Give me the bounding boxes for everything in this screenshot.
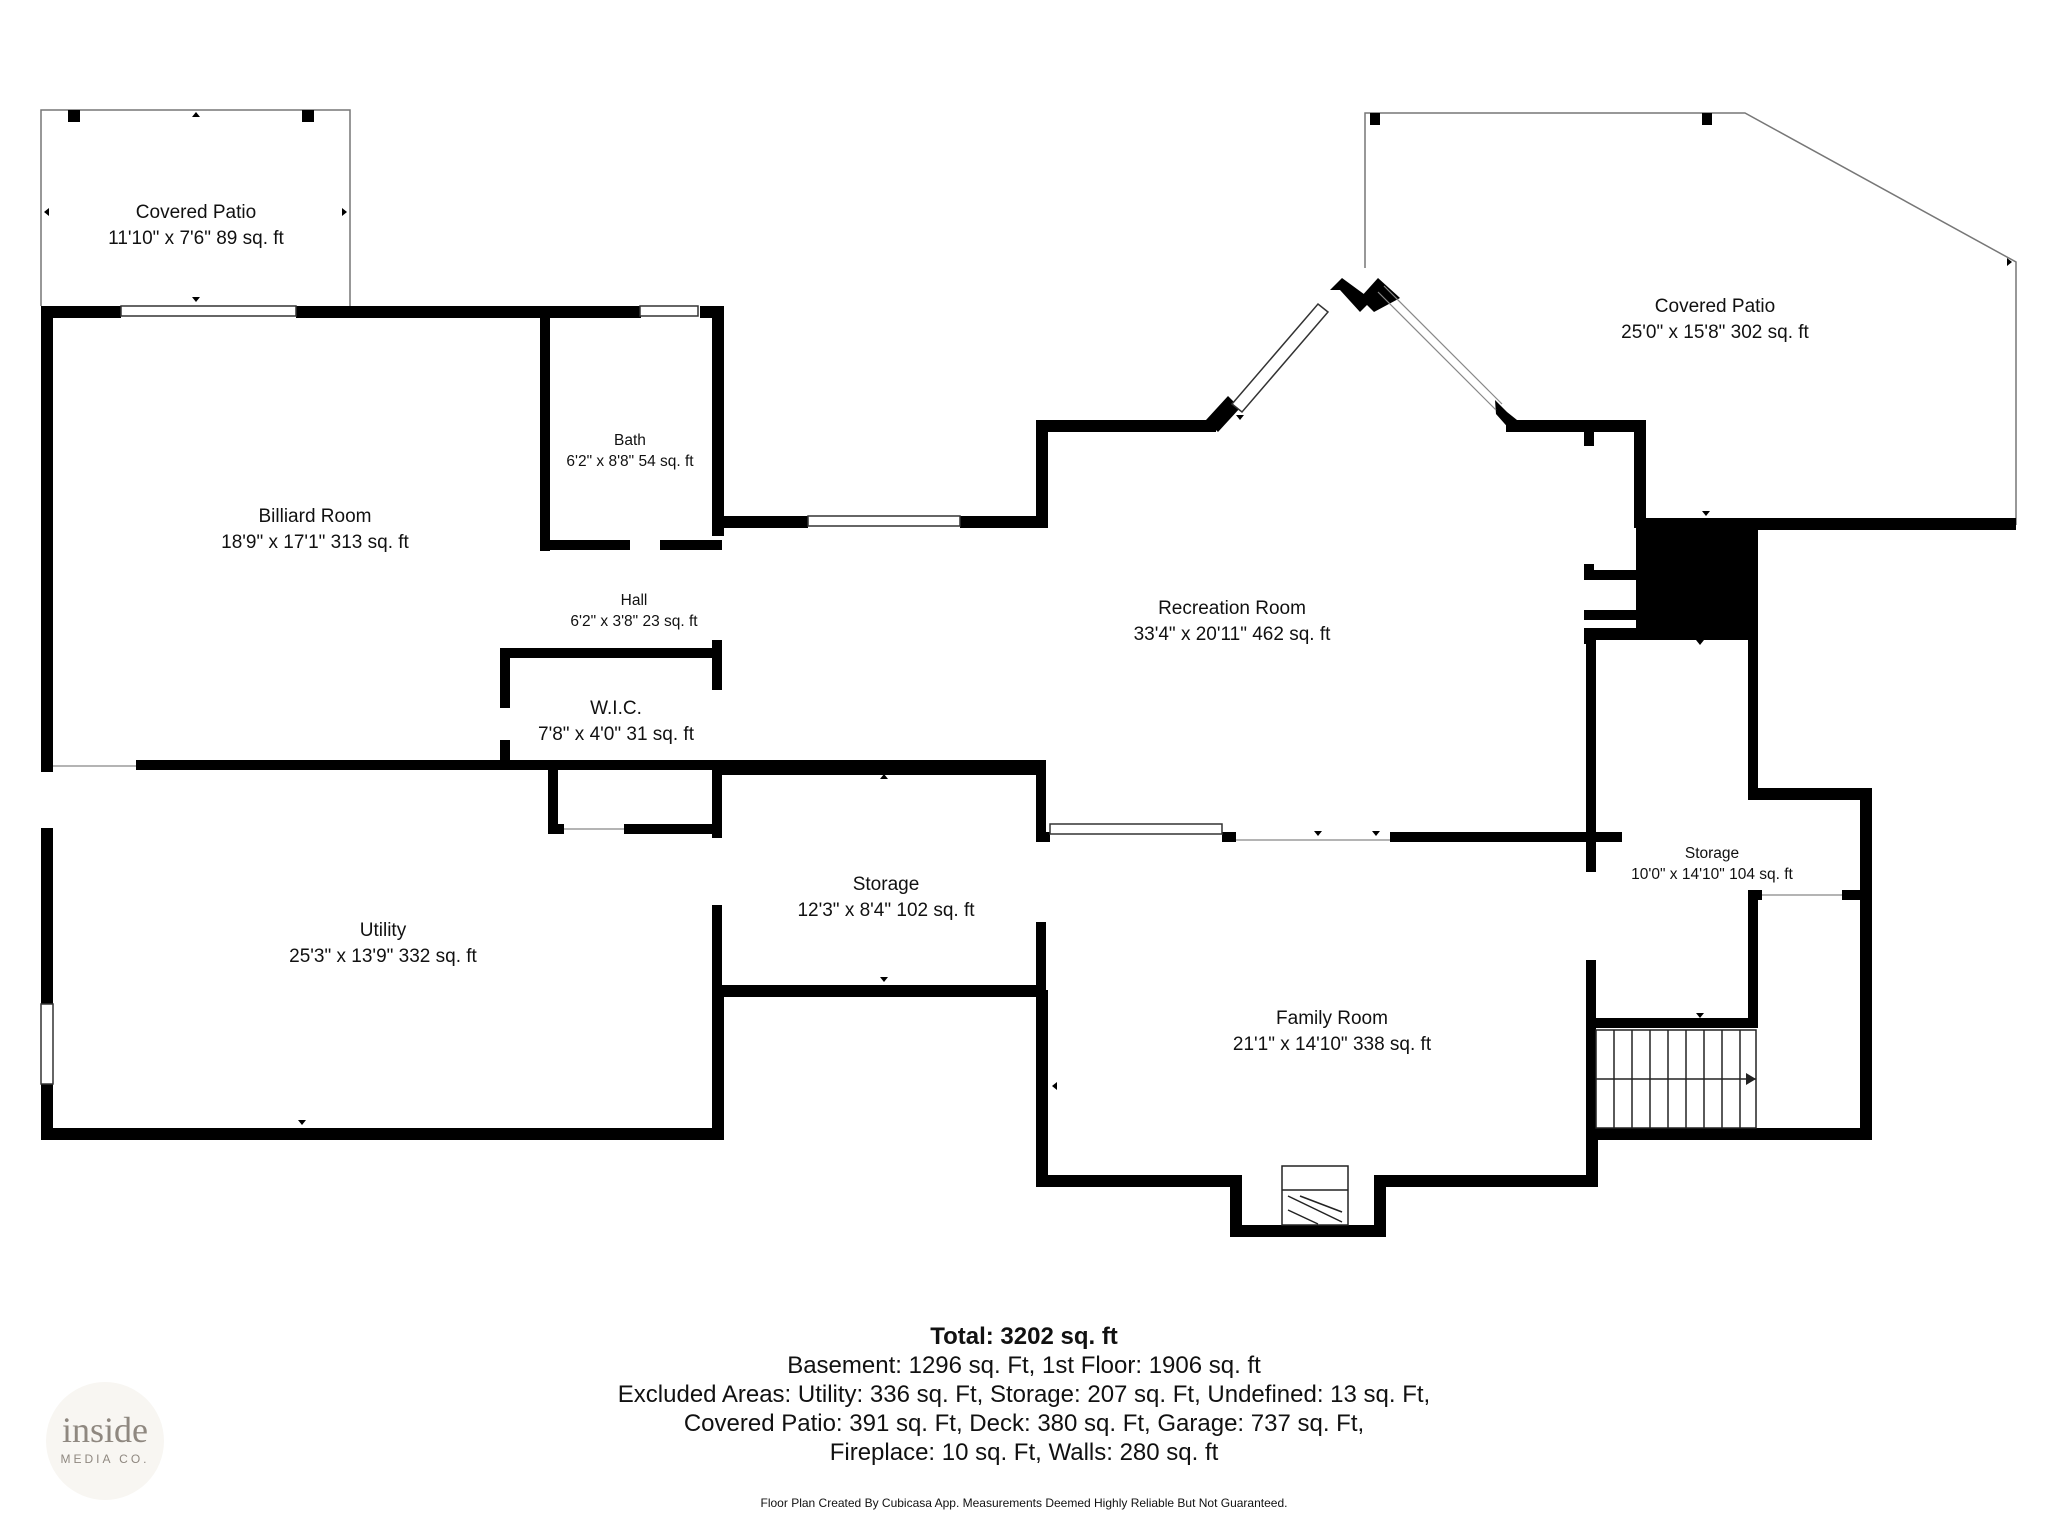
room-dims: 18'9" x 17'1" 313 sq. ft <box>221 531 409 553</box>
room-name: Hall <box>620 592 648 609</box>
room-label-patio-right: Covered Patio 25'0" x 15'8" 302 sq. ft <box>1621 294 1809 345</box>
room-label-wic: W.I.C. 7'8" x 4'0" 31 sq. ft <box>538 696 694 747</box>
room-dims: 7'8" x 4'0" 31 sq. ft <box>538 723 694 745</box>
room-label-patio-left: Covered Patio 11'10" x 7'6" 89 sq. ft <box>108 200 284 251</box>
room-dims: 21'1" x 14'10" 338 sq. ft <box>1232 1033 1432 1055</box>
covered-patio-left-outline <box>40 109 351 306</box>
room-label-storage-mid: Storage 12'3" x 8'4" 102 sq. ft <box>797 872 974 923</box>
room-label-bath: Bath 6'2" x 8'8" 54 sq. ft <box>566 431 693 473</box>
room-name: Bath <box>614 432 646 449</box>
logo-brand: inside <box>62 1410 148 1450</box>
stairs-arrow-icon <box>1746 1073 1756 1085</box>
patio-right-posts <box>1370 113 1712 125</box>
patio-left-posts <box>68 110 314 122</box>
covered-patio-right-outline <box>1364 112 2017 525</box>
area-summary: Total: 3202 sq. ft Basement: 1296 sq. Ft… <box>0 1322 2048 1467</box>
total-area: Total: 3202 sq. ft <box>930 1323 1118 1350</box>
logo-tagline: MEDIA CO. <box>60 1452 150 1466</box>
room-dims: 25'3" x 13'9" 332 sq. ft <box>289 945 477 967</box>
room-dims: 25'0" x 15'8" 302 sq. ft <box>1621 321 1809 343</box>
room-label-recreation: Recreation Room 33'4" x 20'11" 462 sq. f… <box>1134 596 1331 647</box>
stairs <box>1595 1029 1757 1129</box>
summary-line-excluded-3: Fireplace: 10 sq. Ft, Walls: 280 sq. ft <box>829 1439 1219 1466</box>
room-dims: 10'0" x 14'10" 104 sq. ft <box>1631 865 1793 883</box>
windows <box>40 302 1330 1085</box>
room-label-utility: Utility 25'3" x 13'9" 332 sq. ft <box>289 918 477 969</box>
room-name: Storage <box>1684 845 1740 862</box>
room-name: Covered Patio <box>135 202 257 223</box>
room-name: Family Room <box>1276 1008 1388 1029</box>
room-name: Storage <box>852 874 920 895</box>
walls <box>41 278 2016 1237</box>
room-name: W.I.C. <box>590 698 642 719</box>
room-dims: 6'2" x 3'8" 23 sq. ft <box>570 612 698 630</box>
fireplace <box>1281 1165 1349 1226</box>
summary-line-floors: Basement: 1296 sq. Ft, 1st Floor: 1906 s… <box>787 1352 1261 1379</box>
room-dims: 6'2" x 8'8" 54 sq. ft <box>566 452 694 470</box>
door-lines <box>53 285 1842 896</box>
dimension-ticks <box>44 112 2012 1125</box>
room-label-storage-right: Storage 10'0" x 14'10" 104 sq. ft <box>1631 844 1793 886</box>
summary-line-excluded-2: Covered Patio: 391 sq. Ft, Deck: 380 sq.… <box>683 1410 1365 1437</box>
summary-line-excluded-1: Excluded Areas: Utility: 336 sq. Ft, Sto… <box>617 1381 1431 1408</box>
room-label-hall: Hall 6'2" x 3'8" 23 sq. ft <box>570 591 697 633</box>
room-name: Utility <box>359 920 407 941</box>
room-name: Covered Patio <box>1654 296 1776 317</box>
undefined-area <box>1652 528 1748 636</box>
room-dims: 12'3" x 8'4" 102 sq. ft <box>797 899 975 921</box>
brand-logo: inside MEDIA CO. <box>46 1382 164 1500</box>
room-label-billiard: Billiard Room 18'9" x 17'1" 313 sq. ft <box>221 504 409 555</box>
room-name: Recreation Room <box>1158 598 1306 619</box>
room-name: Billiard Room <box>258 506 372 527</box>
room-label-family: Family Room 21'1" x 14'10" 338 sq. ft <box>1233 1006 1431 1057</box>
disclaimer: Floor Plan Created By Cubicasa App. Meas… <box>760 1496 1288 1510</box>
room-dims: 33'4" x 20'11" 462 sq. ft <box>1133 623 1331 645</box>
room-dims: 11'10" x 7'6" 89 sq. ft <box>108 227 284 249</box>
